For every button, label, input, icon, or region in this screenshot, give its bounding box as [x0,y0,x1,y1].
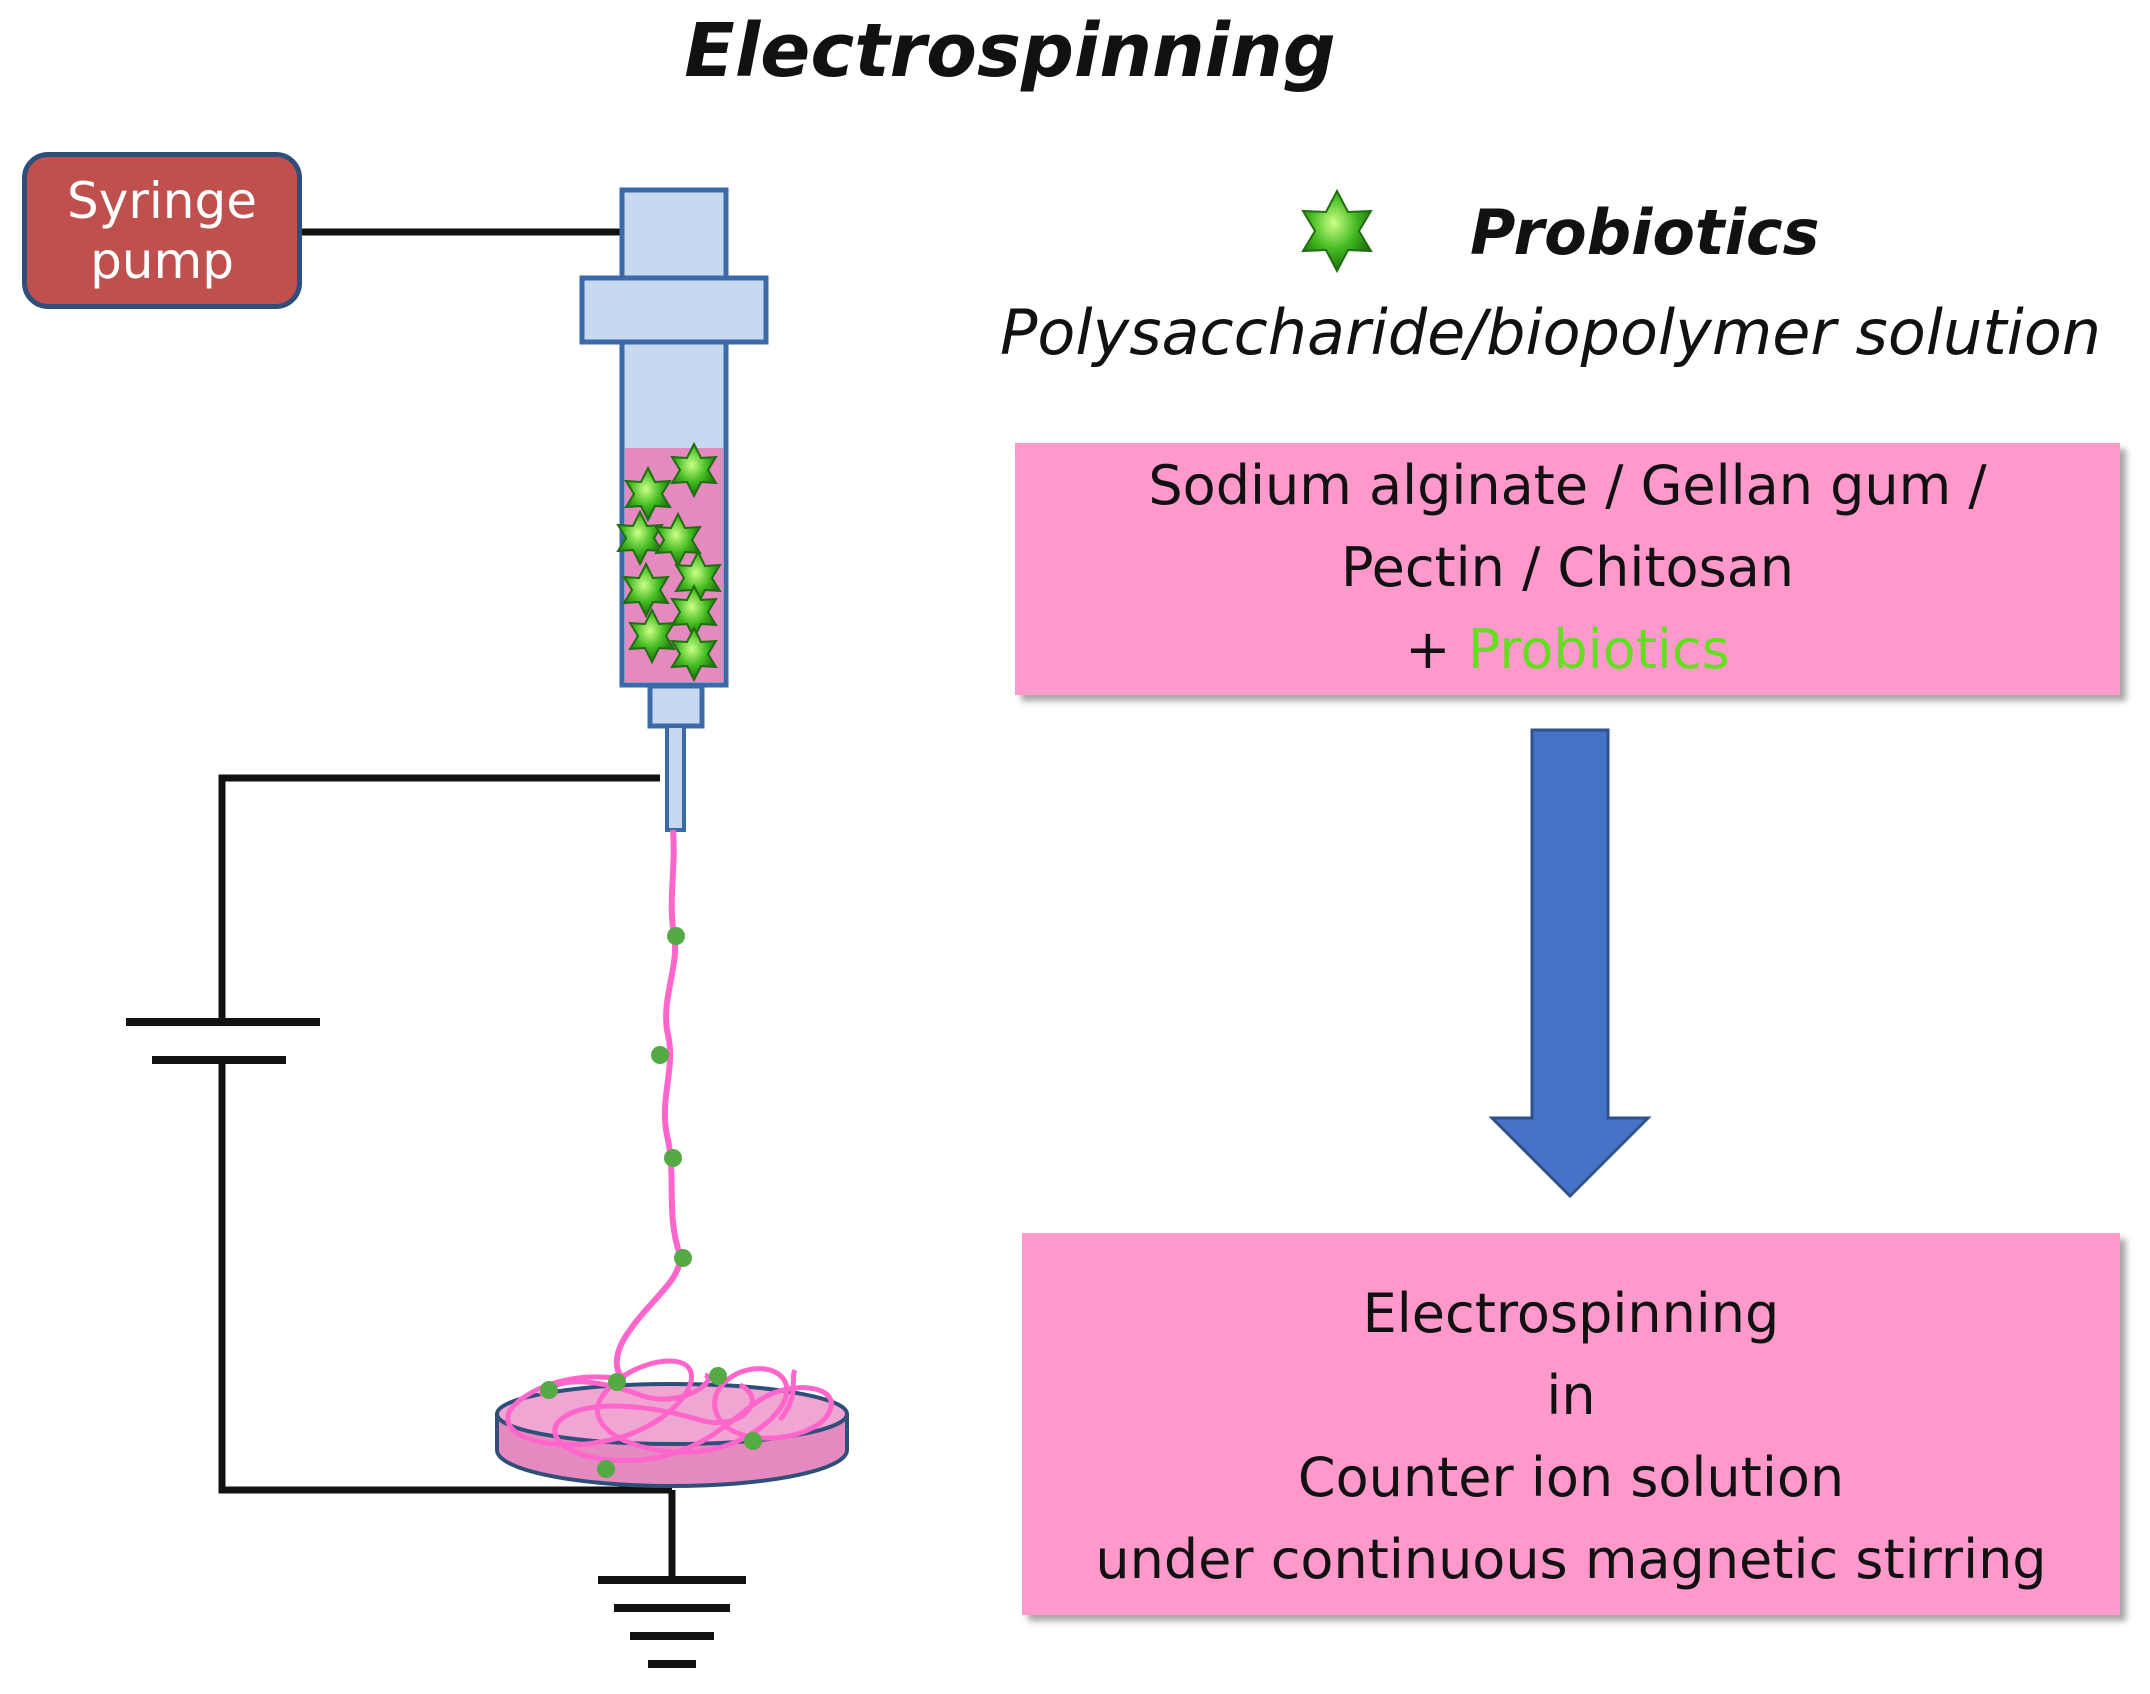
fiber-jet [613,829,684,1383]
solution-plus: + [1405,618,1468,681]
probiotic-star-icon [670,625,718,683]
legend-probiotic-star-icon [1301,188,1373,274]
syringe-flange [579,275,769,345]
process-box: Electrospinning in Counter ion solution … [1022,1233,2120,1615]
solution-line1: Sodium alginate / Gellan gum / [1148,454,1987,517]
process-line2: in [1546,1364,1596,1427]
syringe-probiotics [616,441,722,683]
solution-line3: + Probiotics [1015,609,2120,691]
process-line4: under continuous magnetic stirring [1095,1528,2047,1591]
probiotic-dot [651,1046,669,1064]
solution-line2: Pectin / Chitosan [1340,536,1795,599]
solution-probiotics: Probiotics [1467,618,1730,681]
process-line3: Counter ion solution [1297,1446,1845,1509]
probiotic-dot [667,927,685,945]
probiotic-star-icon [628,607,676,665]
legend-solution-label: Polysaccharide/biopolymer solution [1000,296,2102,369]
probiotic-dot [744,1432,762,1450]
process-line1: Electrospinning [1362,1282,1780,1345]
legend-probiotics-label: Probiotics [1470,196,1820,269]
syringe-tip [647,683,705,729]
syringe-pump-label-line1: Syringe [67,171,257,230]
solution-composition-box: Sodium alginate / Gellan gum / Pectin / … [1015,443,2120,695]
probiotic-dot [597,1460,615,1478]
probiotic-star-icon [670,441,718,499]
syringe-pump-label-line2: pump [90,231,234,290]
circuit-top-wire [218,774,660,1022]
probiotic-dot [709,1367,727,1385]
syringe-needle [665,724,686,832]
circuit-bottom-wire [218,1060,672,1494]
probiotic-star-icon [624,465,672,523]
diagram-title: Electrospinning [684,8,1336,94]
syringe-plunger-top [619,187,729,281]
down-arrow [1488,728,1652,1199]
fiber-coil-2 [538,1368,798,1422]
probiotic-dot [608,1373,626,1391]
probiotic-dot [664,1149,682,1167]
fiber-probiotics [540,927,762,1478]
probiotic-dot [674,1249,692,1267]
fiber-coil [505,1358,834,1464]
probiotic-star-icon [616,509,664,567]
probiotic-dot [540,1381,558,1399]
probiotic-star-icon [622,561,670,619]
syringe-pump: Syringe pump [22,152,302,309]
